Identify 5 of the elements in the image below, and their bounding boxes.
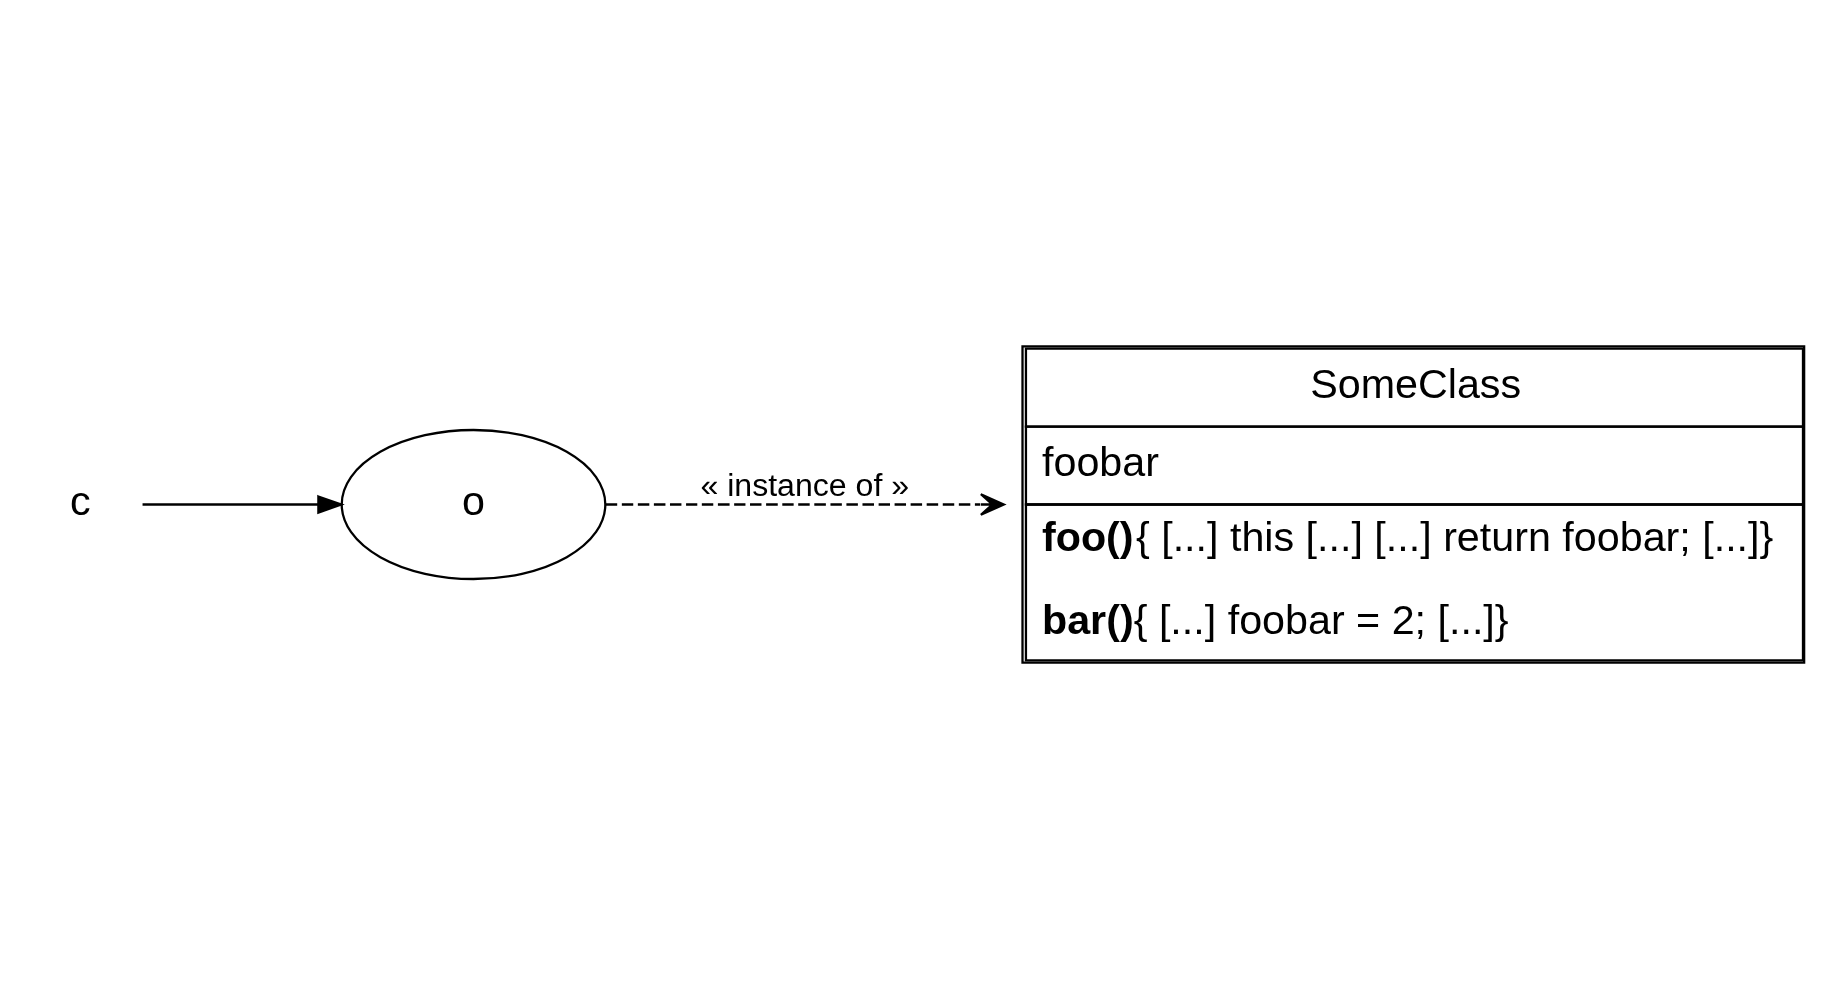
edge-label: « instance of »	[700, 466, 910, 503]
arrow	[605, 492, 1005, 516]
node-ellipse: o	[340, 428, 607, 580]
node-text: c	[70, 477, 91, 524]
arrow	[142, 494, 345, 514]
